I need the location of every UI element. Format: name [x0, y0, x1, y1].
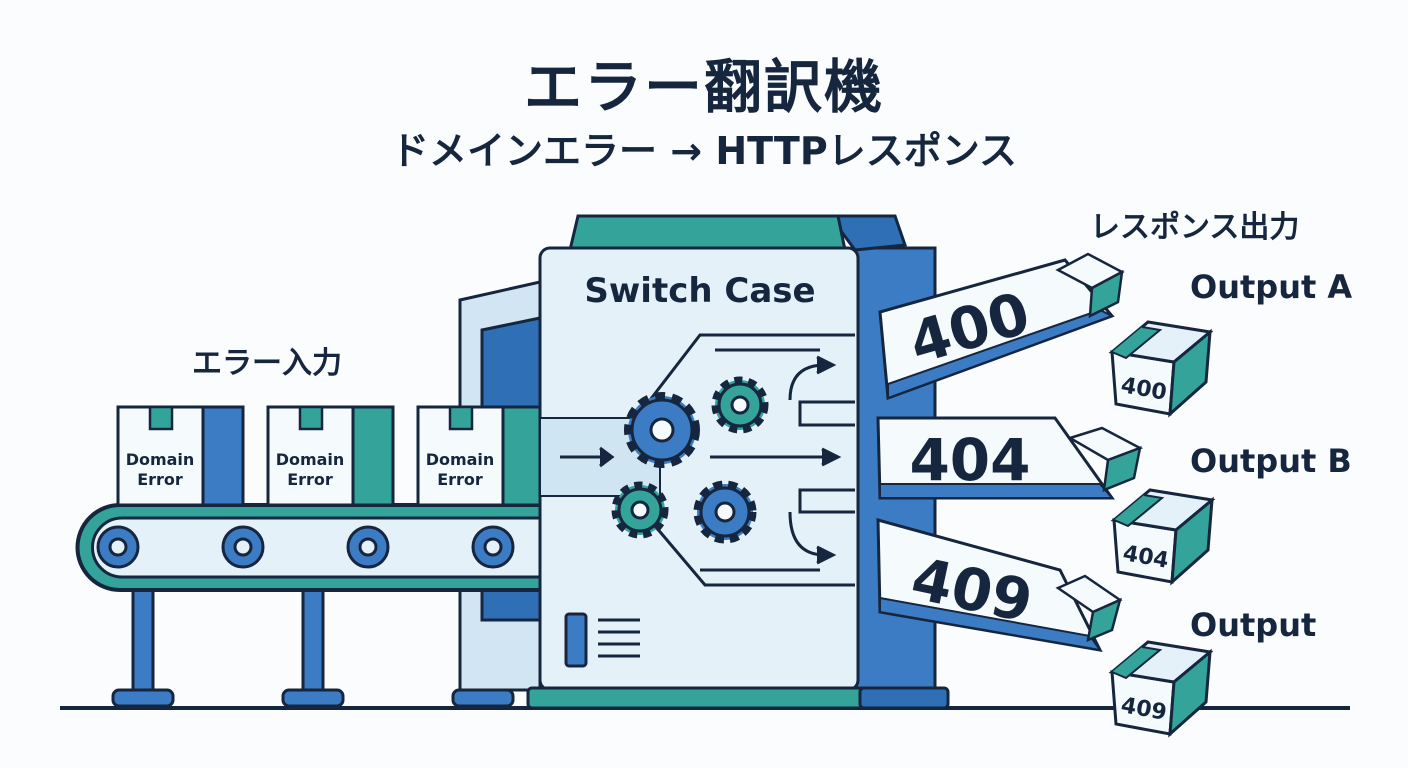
output-box: 409	[1108, 640, 1214, 738]
input-box: Domain Error	[416, 405, 545, 507]
gear-icon	[611, 481, 669, 539]
conveyor-rollers	[96, 525, 515, 569]
input-box-line1: Domain	[126, 450, 195, 469]
conveyor-legs	[111, 583, 515, 708]
output-chute: 409	[876, 518, 1123, 652]
control-panel-icon	[564, 612, 640, 668]
input-box-line2: Error	[287, 470, 333, 489]
machine-label: Switch Case	[584, 271, 815, 311]
input-box-line2: Error	[437, 470, 483, 489]
machine-top-cap	[568, 214, 908, 252]
input-box-line1: Domain	[276, 450, 345, 469]
output-header: レスポンス出力	[1090, 210, 1300, 245]
input-box: Domain Error	[266, 405, 395, 507]
routing-lines	[560, 333, 855, 587]
machine-base	[526, 686, 950, 710]
input-box-line2: Error	[137, 470, 183, 489]
output-box: 400	[1108, 320, 1214, 418]
input-box-line1: Domain	[426, 450, 495, 469]
output-chute: 404	[876, 416, 1144, 500]
input-box: Domain Error	[116, 405, 245, 507]
conveyor-belt	[75, 503, 562, 592]
output-label-b: Output B	[1190, 442, 1352, 480]
gear-icon	[693, 480, 757, 544]
slot-brackets	[798, 400, 855, 514]
chute-box	[1055, 574, 1123, 643]
output-code: 404	[909, 426, 1030, 494]
gear-icon	[624, 392, 700, 468]
page-title: エラー翻訳機	[523, 53, 884, 121]
output-label-c: Output	[1190, 606, 1317, 644]
gear-icon	[711, 376, 769, 434]
page-subtitle: ドメインエラー → HTTPレスポンス	[391, 129, 1017, 173]
output-box: 404	[1110, 488, 1216, 586]
input-label: エラー入力	[192, 346, 342, 381]
chute-box	[1055, 252, 1125, 319]
output-label-a: Output A	[1190, 268, 1353, 306]
chute-box	[1066, 426, 1144, 492]
